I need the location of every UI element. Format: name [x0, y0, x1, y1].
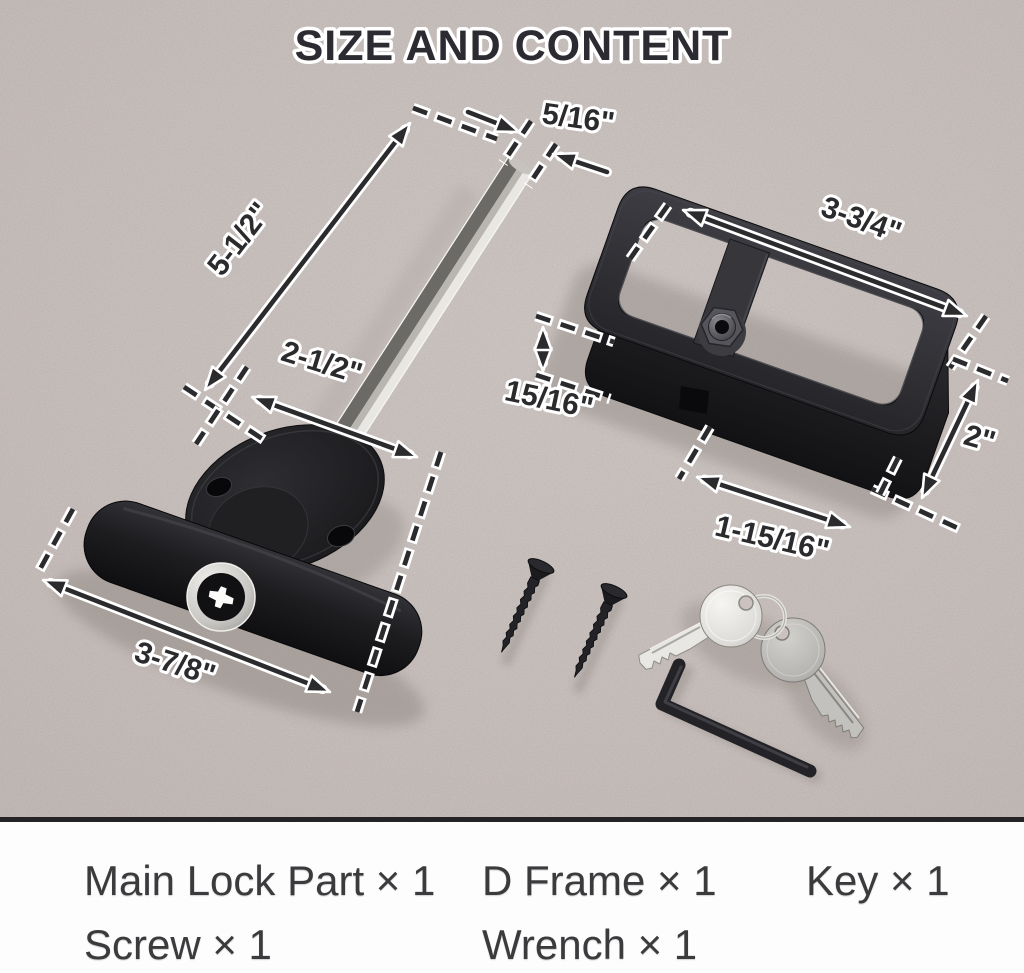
page-title: SIZE AND CONTENT — [295, 22, 730, 70]
lock-shaft — [318, 157, 534, 467]
dimension-arrow-shaft-width-lower — [549, 144, 612, 177]
size-diagram-canvas: SIZE AND CONTENT — [0, 0, 1024, 818]
dimension-arrow-frame-width — [678, 200, 972, 326]
key — [638, 584, 763, 670]
screw — [501, 558, 555, 653]
plate-screw-hole — [326, 524, 356, 548]
dimension-arrow-frame-height — [913, 375, 987, 503]
dimension-arrow-shaft-exposed — [247, 387, 422, 467]
content-item-screw: Screw × 1 — [84, 921, 272, 968]
content-item-wrench: Wrench × 1 — [482, 921, 698, 968]
content-item-main-lock-part: Main Lock Part × 1 — [84, 857, 436, 904]
dimension-arrow-shaft-length — [196, 116, 419, 397]
dimension-arrow-shaft-width-upper — [463, 107, 524, 142]
frame-lock-nut — [700, 306, 744, 348]
main-lock-part-illustration — [83, 157, 534, 677]
dimension-arrow-frame-lip — [533, 325, 553, 373]
contents-panel: Main Lock Part × 1 D Frame × 1 Key × 1 S… — [0, 817, 1024, 973]
dimension-arrow-frame-inner — [693, 467, 854, 537]
product-diagram: SIZE AND CONTENT — [0, 0, 1024, 818]
allen-wrench-illustration — [655, 658, 817, 778]
lock-t-handle — [83, 500, 423, 677]
content-item-key: Key × 1 — [806, 857, 950, 904]
screw — [574, 583, 628, 678]
dimension-arrow-handle-width — [38, 570, 335, 702]
extension-dashes — [34, 103, 1010, 714]
plate-screw-hole — [205, 476, 233, 498]
frame-square-hole — [679, 386, 709, 414]
keys-illustration — [638, 584, 865, 739]
content-item-d-frame: D Frame × 1 — [482, 857, 717, 904]
screws-illustration — [501, 558, 628, 678]
key-hole — [738, 595, 754, 611]
keyhole — [186, 562, 256, 632]
d-frame-illustration — [584, 186, 959, 500]
